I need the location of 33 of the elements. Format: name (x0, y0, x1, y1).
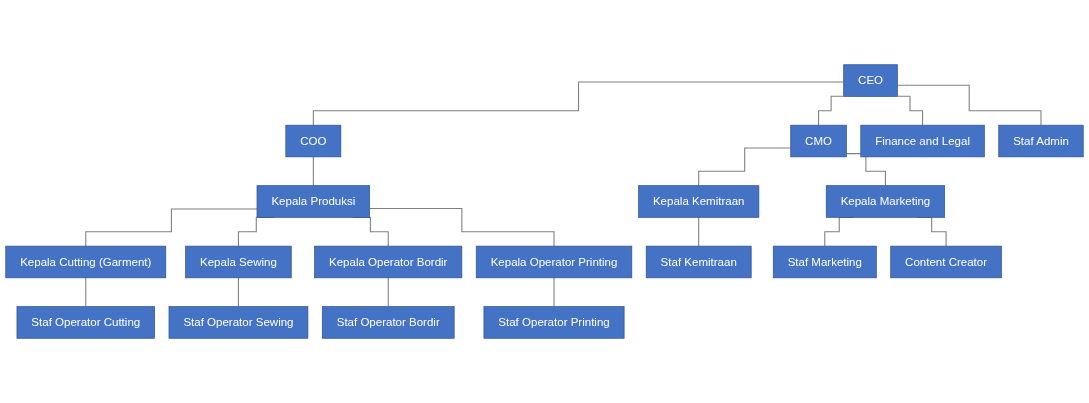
node-box: Staf Admin (998, 124, 1084, 158)
node-box: Staf Operator Printing (483, 306, 625, 339)
connector (553, 277, 555, 308)
connector (85, 277, 87, 308)
node-box: Content Creator (890, 245, 1002, 279)
node-box: Kepala Operator Bordir (314, 245, 463, 279)
node-box: Staf Marketing (772, 245, 877, 279)
connector (312, 81, 845, 126)
node-box: Staf Operator Cutting (16, 306, 155, 339)
node-box: Kepala Cutting (Garment) (5, 245, 167, 279)
connector (845, 153, 886, 187)
connector (85, 208, 258, 247)
connector (818, 95, 845, 126)
connector (312, 156, 314, 187)
node-box: Kepala Kemitraan (638, 185, 760, 218)
node-box: Kepala Produksi (256, 185, 371, 218)
node-box: Kepala Operator Printing (475, 245, 633, 279)
node-box: Finance and Legal (860, 124, 985, 158)
connector (698, 147, 792, 187)
connector (369, 208, 555, 247)
node-box: Staf Operator Bordir (321, 306, 455, 339)
node-box: COO (285, 124, 342, 158)
connector (698, 216, 700, 247)
node-box: Kepala Marketing (825, 185, 945, 218)
node-box: Kepala Sewing (185, 245, 292, 279)
connector (896, 84, 1042, 126)
connector (387, 277, 389, 308)
node-box: Staf Operator Sewing (168, 306, 309, 339)
node-box: Staf Kemitraan (645, 245, 752, 279)
connector (896, 95, 924, 126)
node-box: CMO (790, 124, 847, 158)
node-box: CEO (843, 64, 898, 97)
connector (237, 277, 239, 308)
